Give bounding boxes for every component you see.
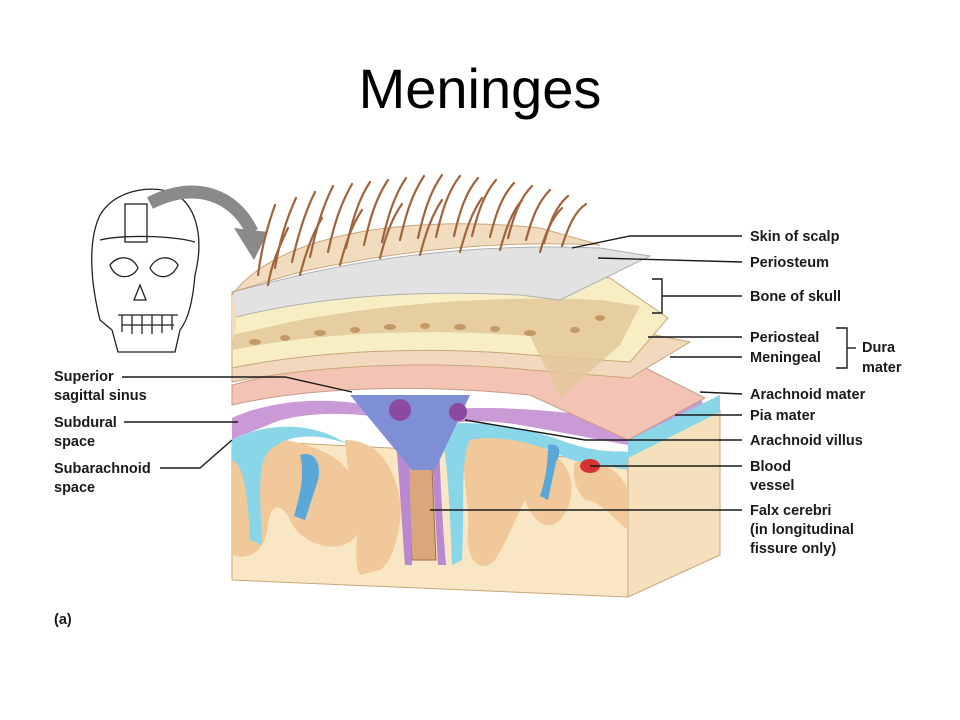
label-periosteum: Periosteum <box>750 255 829 271</box>
slide-title: Meninges <box>358 57 602 120</box>
panel-label: (a) <box>54 612 72 628</box>
label-subarachnoid-line2: space <box>54 480 95 496</box>
curved-arrow-icon <box>147 185 268 260</box>
label-arachnoid-villus: Arachnoid villus <box>750 433 863 449</box>
right-labels: Skin of scalp Periosteum Bone of skull P… <box>750 229 902 557</box>
label-periosteal: Periosteal <box>750 330 819 346</box>
label-falx-line2: (in longitudinal <box>750 522 854 538</box>
label-sss-line2: sagittal sinus <box>54 388 147 404</box>
label-blood-vessel-line1: Blood <box>750 459 791 475</box>
label-bone-of-skull: Bone of skull <box>750 289 841 305</box>
skull-icon <box>91 188 200 353</box>
label-dura-line1: Dura <box>862 340 896 356</box>
label-dura-line2: mater <box>862 360 902 376</box>
leader-lines <box>122 235 856 511</box>
left-labels: Superior sagittal sinus Subdural space S… <box>54 369 151 628</box>
brain-block <box>231 395 721 598</box>
label-meningeal: Meningeal <box>750 350 821 366</box>
label-falx-line3: fissure only) <box>750 541 836 557</box>
scalp-layers <box>231 173 707 441</box>
label-falx-line1: Falx cerebri <box>750 503 831 519</box>
label-pia-mater: Pia mater <box>750 408 816 424</box>
label-subdural-line1: Subdural <box>54 415 117 431</box>
label-skin-of-scalp: Skin of scalp <box>750 229 840 245</box>
label-sss-line1: Superior <box>54 369 114 385</box>
label-subdural-line2: space <box>54 434 95 450</box>
hair-icon <box>256 173 588 287</box>
label-subarachnoid-line1: Subarachnoid <box>54 461 151 477</box>
label-arachnoid-mater: Arachnoid mater <box>750 387 866 403</box>
label-blood-vessel-line2: vessel <box>750 478 794 494</box>
